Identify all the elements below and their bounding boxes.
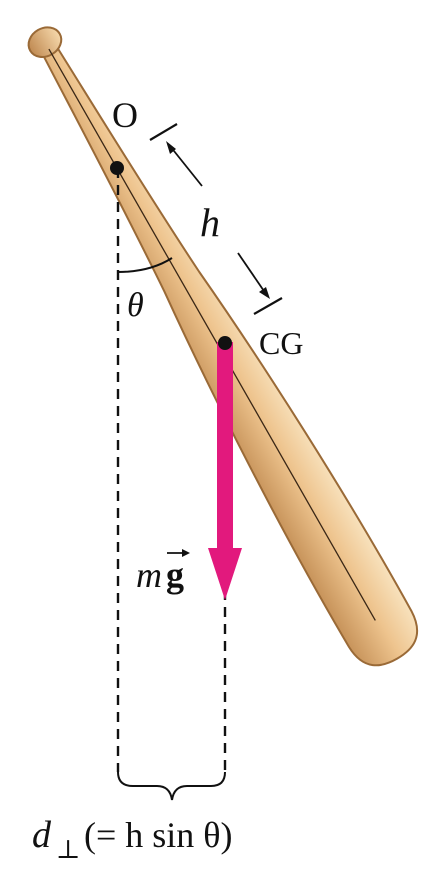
lever-arm-brace <box>117 771 226 801</box>
angle-label: θ <box>127 287 144 324</box>
pivot-label: O <box>112 95 138 135</box>
pivot-point-icon <box>110 161 124 175</box>
h-dimension-arrow-upper <box>166 141 203 187</box>
lever-arm-expression: (= h sin θ) <box>84 815 233 855</box>
force-mass-label: m <box>136 555 162 595</box>
bat-axis-line <box>48 48 376 621</box>
force-vector-label: g <box>166 555 184 595</box>
angle-arc <box>117 257 173 273</box>
h-dimension-arrow-lower <box>237 252 270 299</box>
distance-label: h <box>200 200 220 245</box>
cg-label: CG <box>259 325 303 361</box>
lever-arm-variable: d <box>32 814 52 856</box>
h-dimension-tick-top <box>149 123 178 141</box>
h-dimension-tick-bottom <box>253 297 283 315</box>
center-of-gravity-point-icon <box>218 336 232 350</box>
vector-arrow-icon <box>167 549 190 557</box>
baseball-bat-icon <box>27 26 419 667</box>
weight-force-arrow <box>208 342 242 600</box>
lever-arm-subscript: ⊥ <box>56 835 80 864</box>
